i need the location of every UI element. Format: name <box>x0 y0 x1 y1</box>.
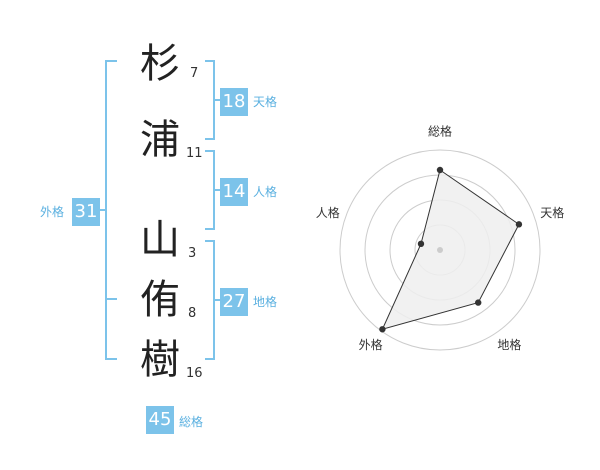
radar-ring-4 <box>339 149 541 351</box>
radar-point-0 <box>436 166 444 174</box>
stroke-count-4: 8 <box>188 306 197 321</box>
kanji-char-1: 杉 <box>140 41 180 87</box>
tick-chikaku <box>215 299 220 301</box>
radar-polygon <box>381 169 520 331</box>
label-gaikaku: 外格 <box>40 205 65 219</box>
radar-point-2 <box>475 299 482 306</box>
radar-axis-label-3: 外格 <box>359 337 383 352</box>
radar-point-3 <box>379 326 386 333</box>
stroke-count-1: 7 <box>190 66 199 81</box>
tick-tenkaku <box>215 99 220 101</box>
radar-point-4 <box>417 240 425 248</box>
label-soukaku: 総格 <box>179 415 204 429</box>
tick-gaikaku-outer <box>100 209 105 211</box>
label-jinkaku: 人格 <box>253 185 278 199</box>
bracket-gaikaku <box>105 60 117 360</box>
radar-axis-label-4: 人格 <box>316 205 340 220</box>
radar-point-1 <box>515 221 523 228</box>
stroke-count-2: 11 <box>186 146 203 161</box>
score-gaikaku: 31 <box>72 198 100 226</box>
bracket-jinkaku <box>205 150 215 230</box>
kanji-char-4: 侑 <box>140 277 180 323</box>
score-tenkaku: 18 <box>220 88 248 116</box>
kanji-char-2: 浦 <box>140 117 180 163</box>
radar-axis-label-0: 総格 <box>428 124 452 139</box>
stroke-count-3: 3 <box>188 246 197 261</box>
label-tenkaku: 天格 <box>253 95 278 109</box>
score-soukaku: 45 <box>146 406 174 434</box>
bracket-tenkaku <box>205 60 215 140</box>
label-chikaku: 地格 <box>253 295 278 309</box>
kanji-char-5: 樹 <box>140 337 180 383</box>
tick-gaikaku-inner <box>105 298 117 300</box>
stroke-count-5: 16 <box>186 366 203 381</box>
radar-center <box>437 247 443 253</box>
score-jinkaku: 14 <box>220 178 248 206</box>
tick-jinkaku <box>215 189 220 191</box>
kanji-char-3: 山 <box>140 217 180 263</box>
score-chikaku: 27 <box>220 288 248 316</box>
radar-axis-label-2: 地格 <box>497 337 521 352</box>
radar-axis-label-1: 天格 <box>540 205 564 220</box>
bracket-chikaku <box>205 240 215 360</box>
